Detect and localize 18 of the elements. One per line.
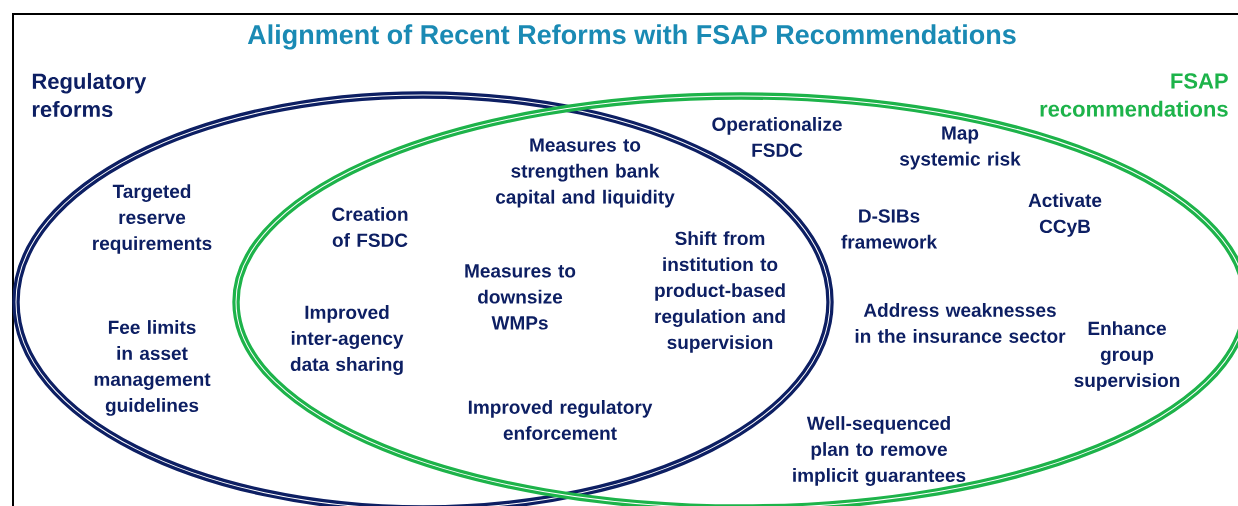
item-text: Well-sequenced plan to remove implicit guarantees xyxy=(793,416,966,486)
item-text: Shift from institution to product-based regulation and supervision xyxy=(655,231,785,353)
set-heading: Regulatory reforms xyxy=(32,72,147,118)
item-text: Targeted reserve requirements xyxy=(93,184,212,254)
item-text: Measures to strengthen bank capital and liquidity xyxy=(496,138,675,208)
item-text: Address weaknesses in the insurance sector xyxy=(855,303,1066,343)
item-text: Fee limits in asset management guidelines xyxy=(94,320,211,416)
item-text: Operationalize FSDC xyxy=(712,117,842,157)
item-text: Measures to downsize WMPs xyxy=(465,264,576,330)
item-text: Map systemic risk xyxy=(899,126,1021,170)
item-text: D-SIBs framework xyxy=(841,209,938,249)
item-text: Enhance group supervision xyxy=(1074,321,1180,391)
item-text: Creation of FSDC xyxy=(332,207,408,247)
item-text: Improved inter-agency data sharing xyxy=(290,305,404,375)
title: Alignment of Recent Reforms with FSAP Recommendations xyxy=(247,24,1016,50)
set-heading: FSAP recommendations xyxy=(1040,73,1228,117)
item-text: Activate CCyB xyxy=(1028,193,1102,237)
item-text: Improved regulatory enforcement xyxy=(468,400,653,440)
